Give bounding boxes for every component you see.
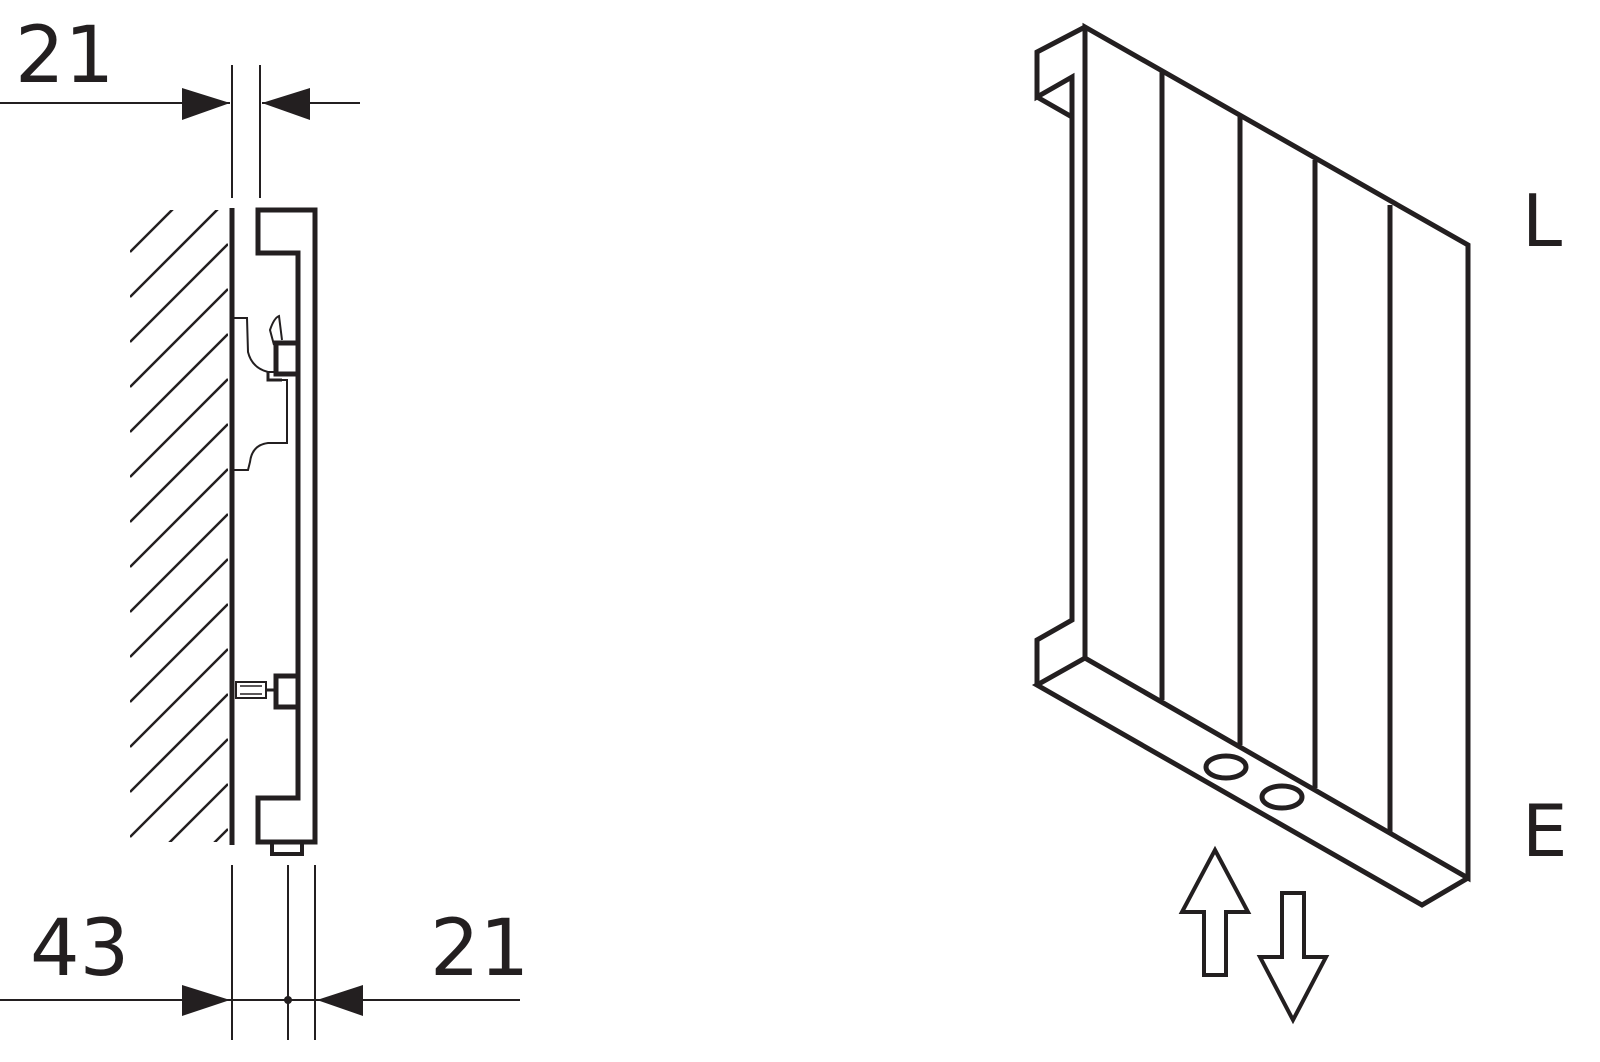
flow-down-arrow-icon [1256, 891, 1330, 1025]
wall-hatch-line [130, 288, 228, 388]
wall-hatch-line [130, 468, 228, 568]
wall-hatch-line [130, 210, 174, 253]
wall-hatch-line [130, 738, 228, 838]
pipe-connection-icon [1203, 753, 1249, 781]
wall-hatch-line [130, 558, 228, 658]
wall-hatch-line [168, 783, 228, 842]
lower-mount [273, 673, 301, 710]
pipe-connection-icon [1259, 783, 1305, 811]
wall-hatch-line [130, 378, 228, 478]
wall-hatch-line [213, 828, 228, 842]
wall-hatch-line [130, 513, 228, 613]
wall-hatch-line [130, 648, 228, 748]
upper-mount [273, 340, 301, 377]
bottom-left-dimension-label: 43 [30, 904, 129, 994]
label-e: E [1522, 789, 1568, 873]
radiator-profile [255, 207, 318, 856]
wall-hatch-line [130, 423, 228, 523]
wall-hatch-line [130, 603, 228, 703]
bottom-right-dimension-label: 21 [430, 904, 529, 994]
wall-hatch-line [130, 243, 228, 343]
wall-hatch-line [130, 333, 228, 433]
label-l: L [1522, 179, 1562, 263]
bottom-dimension [0, 865, 520, 1040]
wall [130, 208, 235, 845]
wall-hatch-line [130, 693, 228, 793]
wall-bracket [234, 314, 288, 699]
wall-hatch-line [130, 210, 219, 298]
top-dimension [0, 65, 360, 198]
top-dimension-label: 21 [15, 11, 114, 101]
isometric-radiator [1031, 22, 1471, 1025]
flow-up-arrow-icon [1178, 845, 1252, 977]
